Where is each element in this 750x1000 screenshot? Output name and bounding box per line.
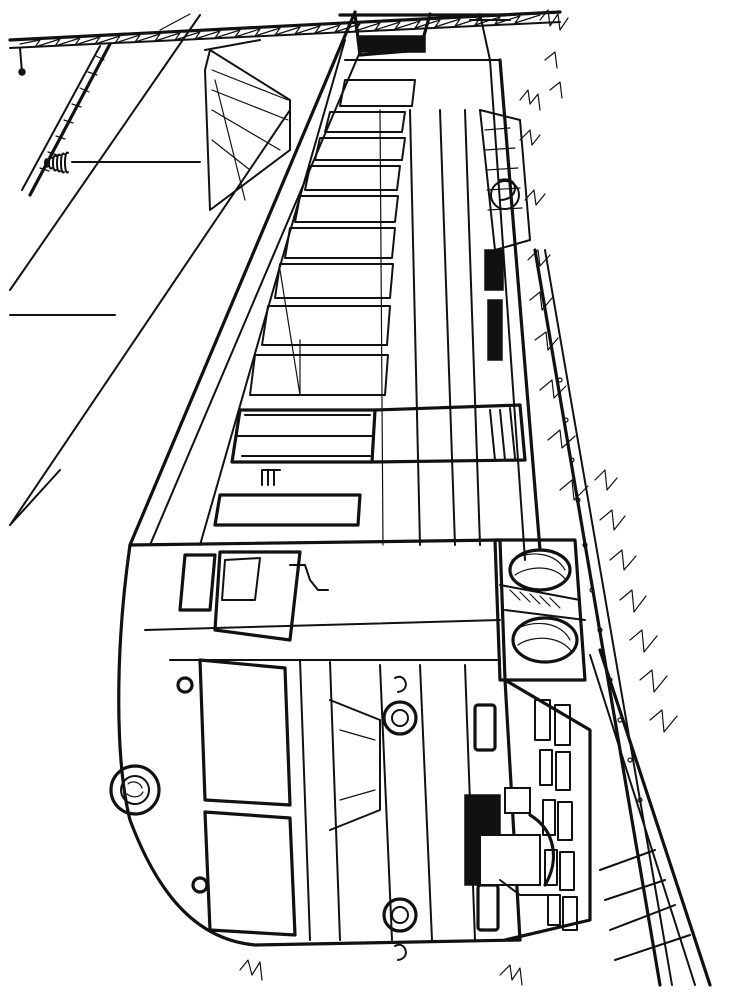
locomotive-front (109, 538, 592, 961)
rails (533, 248, 712, 987)
background-ground-lines (9, 13, 291, 526)
catenary-gantry (8, 10, 562, 211)
underframe-and-bogies (479, 109, 587, 682)
train-body (128, 10, 542, 561)
side-windows (213, 79, 527, 527)
grass (239, 9, 678, 986)
